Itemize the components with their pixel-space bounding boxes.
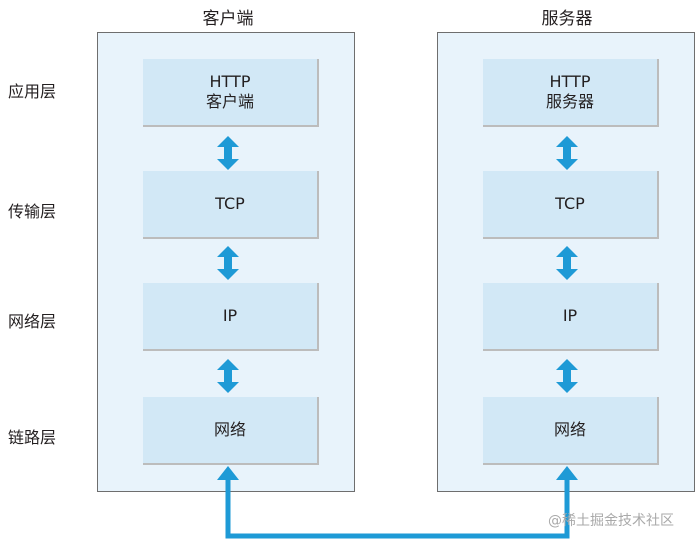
client-network-box: 网络	[143, 397, 319, 465]
server-column-title: 服务器	[541, 9, 593, 29]
network-link-connector	[217, 466, 578, 539]
server-network-label: 网络	[553, 420, 586, 439]
server-tcp-label: TCP	[555, 194, 585, 213]
client-ip-network-arrow	[217, 359, 239, 393]
layer-label-network: 网络层	[8, 312, 57, 331]
client-ip-label: IP	[222, 306, 238, 325]
server-tcp-box: TCP	[483, 171, 659, 239]
layer-label-application: 应用层	[8, 82, 57, 101]
client-http-tcp-arrow	[217, 136, 239, 170]
server-tcp-ip-arrow	[556, 246, 578, 280]
client-panel: HTTP 客户端 TCP IP 网络	[97, 32, 355, 492]
server-network-box: 网络	[483, 397, 659, 465]
server-http-tcp-arrow	[556, 136, 578, 170]
server-http-label: HTTP	[549, 72, 591, 91]
server-ip-box: IP	[483, 283, 659, 351]
client-http-box: HTTP 客户端	[143, 59, 319, 127]
client-tcp-ip-arrow	[217, 246, 239, 280]
client-network-label: 网络	[213, 420, 246, 439]
client-column-title: 客户端	[202, 9, 254, 29]
layer-label-transport: 传输层	[8, 202, 57, 221]
server-ip-label: IP	[562, 306, 578, 325]
server-http-sublabel: 服务器	[545, 92, 594, 111]
client-http-label: HTTP	[209, 72, 251, 91]
watermark: @稀土掘金技术社区	[548, 513, 674, 529]
layer-label-link: 链路层	[8, 428, 57, 447]
client-tcp-label: TCP	[215, 194, 245, 213]
client-ip-box: IP	[143, 283, 319, 351]
client-tcp-box: TCP	[143, 171, 319, 239]
client-http-sublabel: 客户端	[205, 92, 254, 111]
server-http-box: HTTP 服务器	[483, 59, 659, 127]
server-ip-network-arrow	[556, 359, 578, 393]
